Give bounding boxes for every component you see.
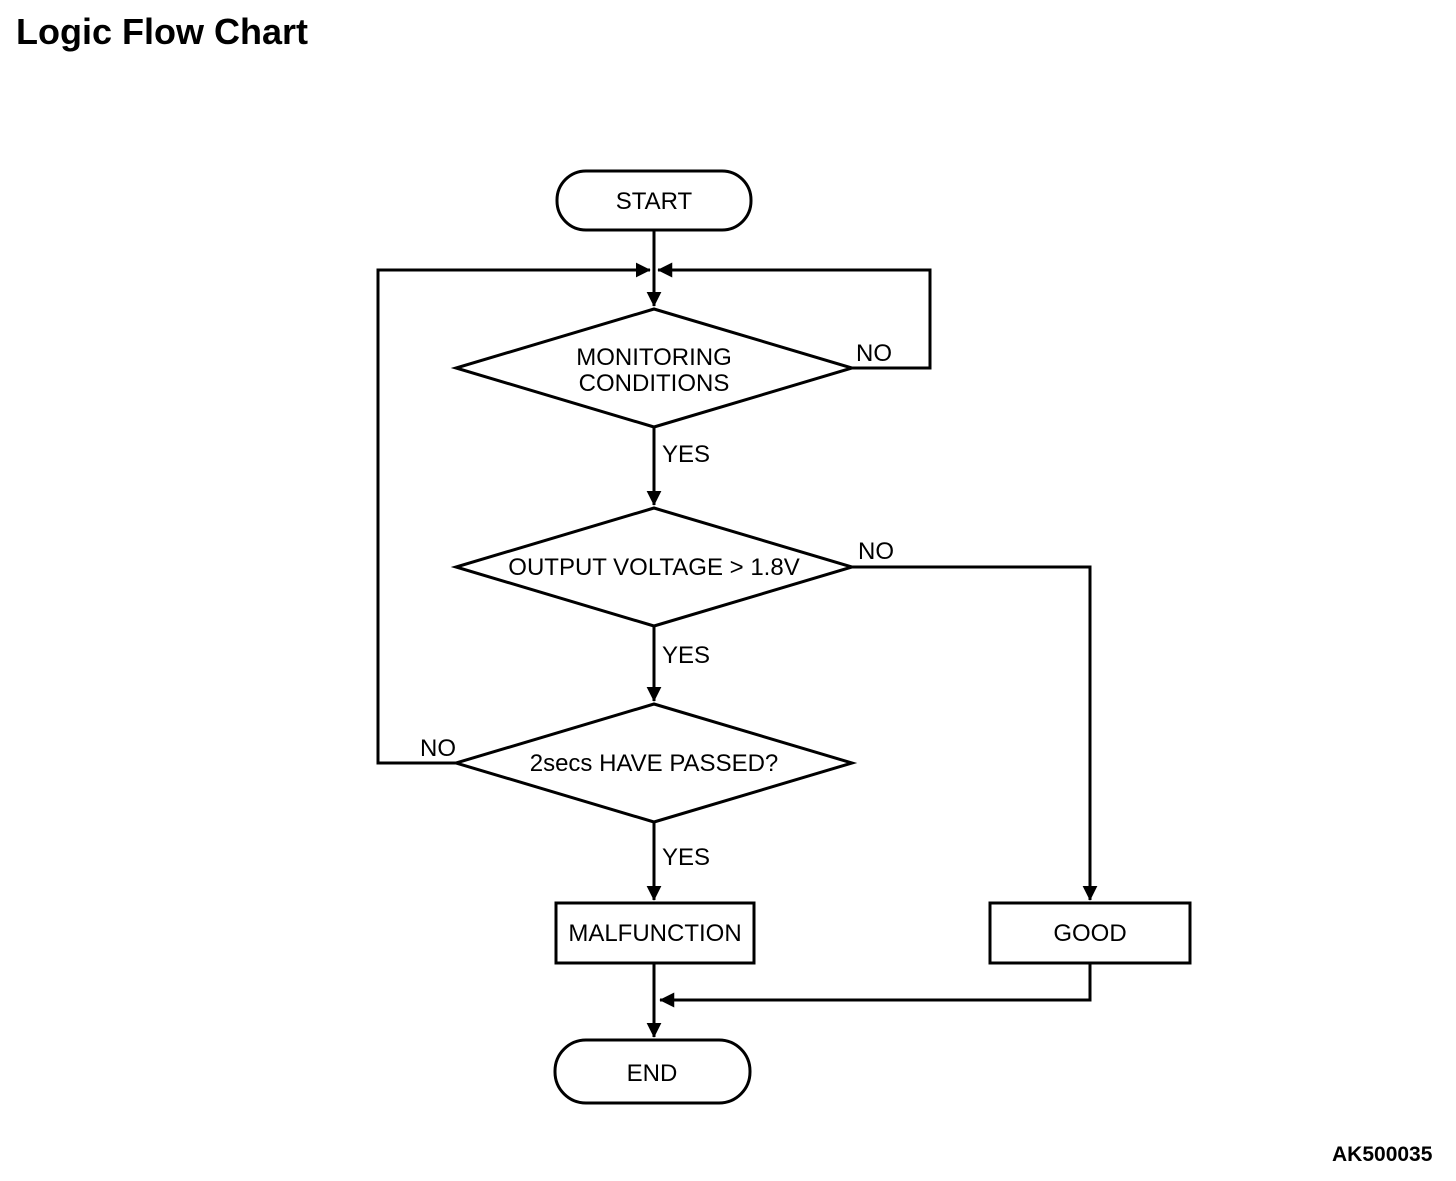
start-terminator	[555, 169, 753, 232]
two-secs-passed-decision	[450, 702, 858, 824]
edge-voltage-no-to-good	[852, 565, 1098, 901]
page-title: Logic Flow Chart	[16, 11, 308, 52]
monitoring-yes-label: YES	[662, 441, 710, 468]
passed-no-label: NO	[420, 735, 456, 762]
edge-passed-no-loop	[376, 262, 651, 765]
voltage-yes-label: YES	[662, 642, 710, 669]
monitoring-conditions-decision	[450, 307, 858, 429]
monitoring-conditions-label-line1: MONITORING	[576, 344, 732, 371]
end-label: END	[627, 1060, 678, 1087]
two-secs-passed-label: 2secs HAVE PASSED?	[530, 750, 779, 777]
figure-code: AK500035	[1332, 1143, 1433, 1166]
output-voltage-label: OUTPUT VOLTAGE > 1.8V	[508, 554, 799, 581]
output-voltage-decision	[450, 506, 858, 628]
voltage-no-label: NO	[858, 538, 894, 565]
start-label: START	[616, 188, 693, 215]
monitoring-conditions-label-line2: CONDITIONS	[579, 370, 730, 397]
malfunction-process	[554, 901, 756, 965]
passed-yes-label: YES	[662, 844, 710, 871]
malfunction-label: MALFUNCTION	[568, 920, 741, 947]
good-label: GOOD	[1053, 920, 1126, 947]
monitoring-no-label: NO	[856, 340, 892, 367]
edge-good-to-end	[659, 963, 1092, 1008]
good-process	[988, 901, 1192, 965]
edge-monitoring-no-loop	[657, 262, 932, 370]
end-terminator	[553, 1038, 752, 1105]
